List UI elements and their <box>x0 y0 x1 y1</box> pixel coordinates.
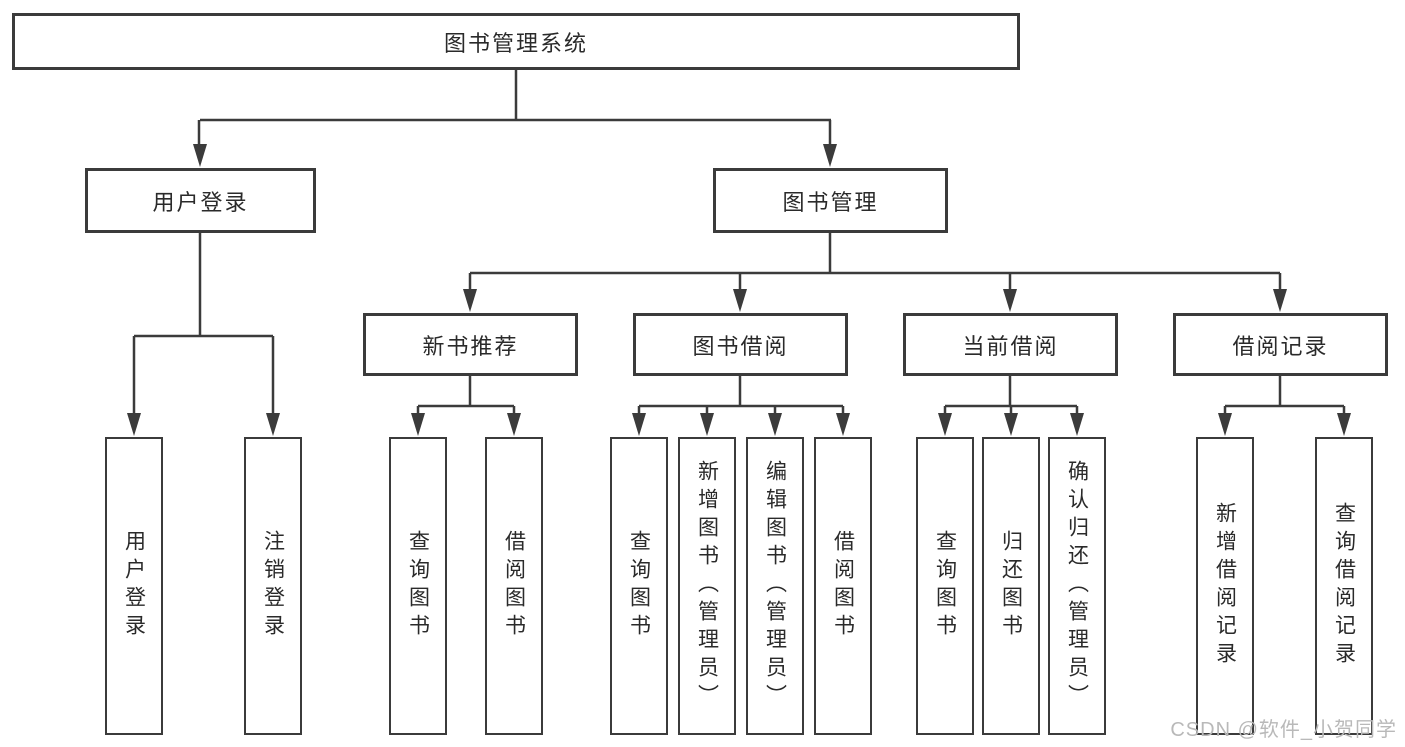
node-edit-book-admin: 编辑图书（管理员） <box>746 437 804 735</box>
node-query-borrow-record: 查询借阅记录 <box>1315 437 1373 735</box>
node-borrow-books-recommend: 借阅图书 <box>485 437 543 735</box>
node-new-book-recommendation: 新书推荐 <box>363 313 578 376</box>
node-logout: 注销登录 <box>244 437 302 735</box>
node-confirm-return-admin: 确认归还（管理员） <box>1048 437 1106 735</box>
node-library-management-system: 图书管理系统 <box>12 13 1020 70</box>
node-query-books-recommend: 查询图书 <box>389 437 447 735</box>
node-user-login-module: 用户登录 <box>85 168 316 233</box>
node-label: 用户登录 <box>152 189 249 215</box>
csdn-watermark: CSDN @软件_小贺同学 <box>1170 719 1397 741</box>
node-label: 图书管理 <box>782 189 879 215</box>
node-borrowing-records: 借阅记录 <box>1173 313 1388 376</box>
node-user-login: 用户登录 <box>105 437 163 735</box>
arrowheads <box>127 144 1351 436</box>
node-borrow-books-borrowing: 借阅图书 <box>814 437 872 735</box>
node-book-borrowing: 图书借阅 <box>633 313 848 376</box>
node-return-book: 归还图书 <box>982 437 1040 735</box>
node-add-borrow-record: 新增借阅记录 <box>1196 437 1254 735</box>
node-label: 图书借阅 <box>692 333 789 359</box>
node-query-books-borrowing: 查询图书 <box>610 437 668 735</box>
node-label: 新书推荐 <box>422 333 519 359</box>
node-label: 借阅记录 <box>1232 333 1329 359</box>
node-label: 图书管理系统 <box>443 30 588 56</box>
node-current-borrowing: 当前借阅 <box>903 313 1118 376</box>
node-add-book-admin: 新增图书（管理员） <box>678 437 736 735</box>
node-book-management-module: 图书管理 <box>713 168 948 233</box>
node-label: 当前借阅 <box>962 333 1059 359</box>
node-query-books-current: 查询图书 <box>916 437 974 735</box>
